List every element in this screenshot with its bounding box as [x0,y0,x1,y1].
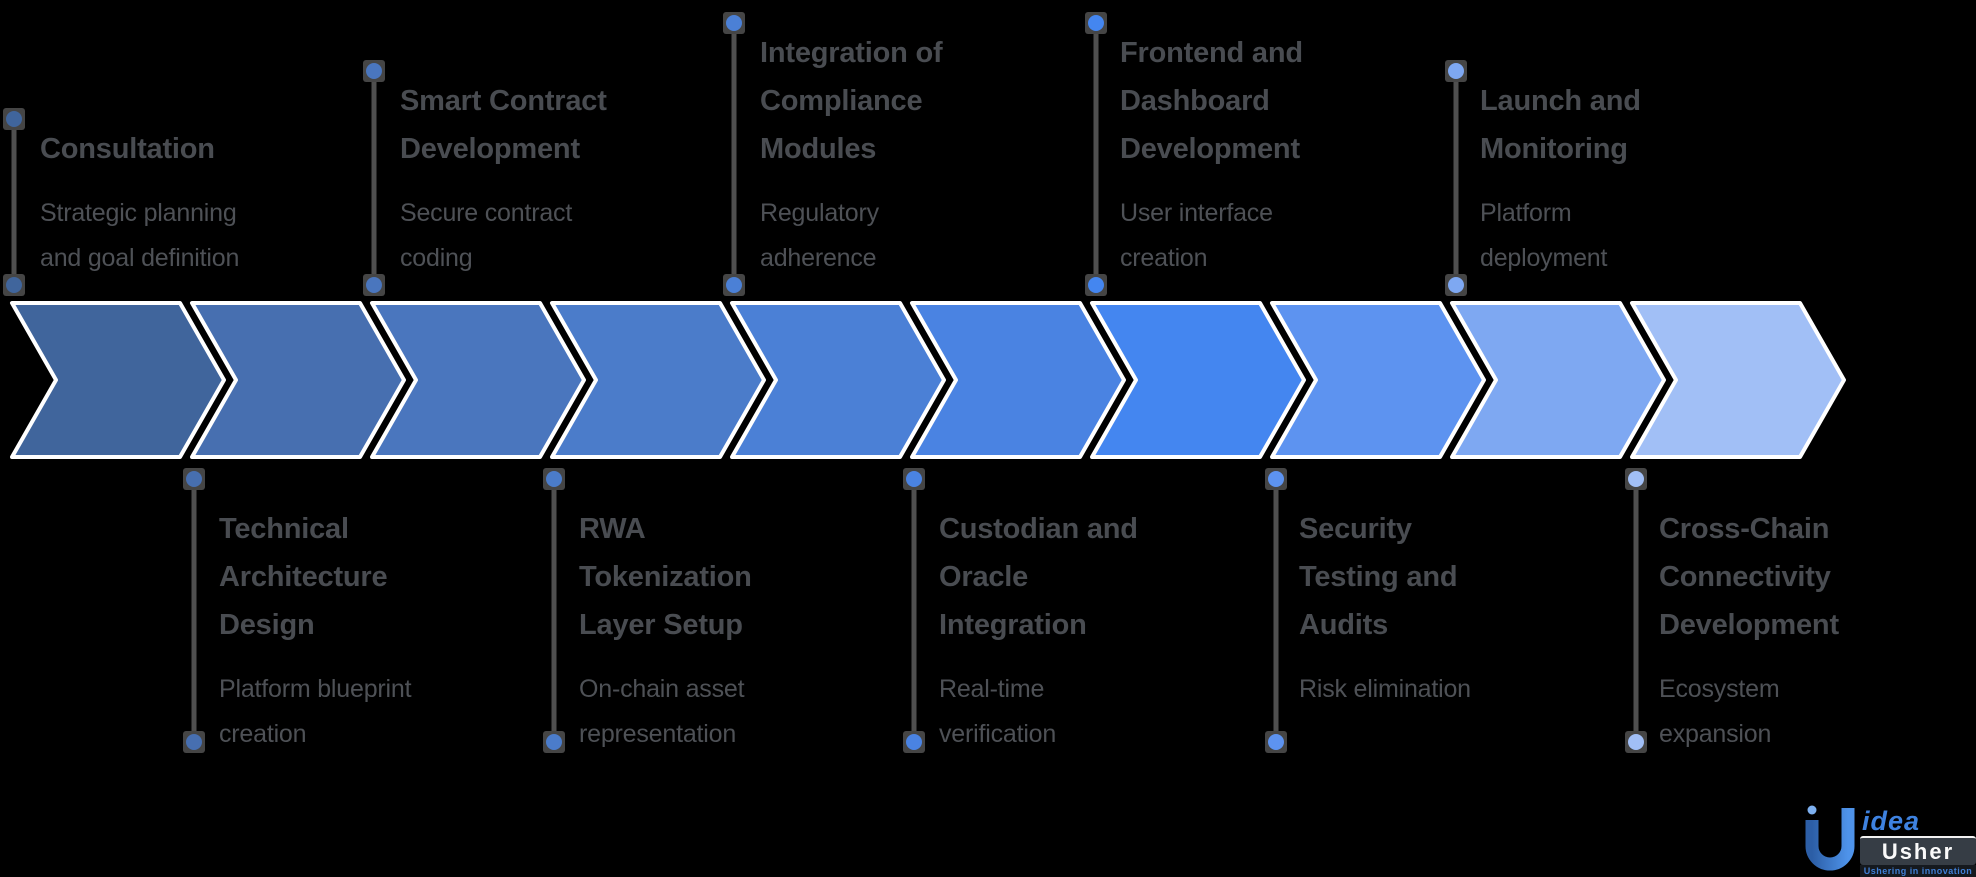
step-2-label: Technical Architecture Design Platform b… [219,505,439,757]
connector-dot [366,63,382,79]
connector-dot [1628,471,1644,487]
logo-tagline: Ushering in innovation [1863,865,1973,876]
connector-step-3 [363,60,385,296]
connector-step-8 [1265,468,1287,753]
connector-step-6 [903,468,925,753]
step-7-label: Frontend and Dashboard Development User … [1120,29,1340,281]
step-4-label: RWA Tokenization Layer Setup On-chain as… [579,505,784,757]
chevron-step-3 [370,301,586,459]
chevron-step-7 [1090,301,1306,459]
chevron-step-9 [1450,301,1666,459]
logo-tagline-strip: Ushering in innovation [1860,865,1976,877]
chevron-step-6 [910,301,1126,459]
connector-dot [1268,471,1284,487]
step-5-label: Integration of Compliance Modules Regula… [760,29,980,281]
connector-dot [726,277,742,293]
step-2-title: Technical Architecture Design [219,513,388,641]
step-9-title: Launch and Monitoring [1480,85,1641,165]
step-8-title: Security Testing and Audits [1299,513,1458,641]
logo-usher-text: Usher [1881,838,1955,864]
step-10-title: Cross-Chain Connectivity Development [1659,513,1839,641]
step-7-title: Frontend and Dashboard Development [1120,37,1303,165]
connector-dot [906,734,922,750]
step-4-title: RWA Tokenization Layer Setup [579,513,752,641]
connector-step-7 [1085,12,1107,296]
chevron-step-10 [1630,301,1846,459]
step-7-subtitle: User interface creation [1120,199,1273,272]
connector-dot [1628,734,1644,750]
step-3-subtitle: Secure contract coding [400,199,573,272]
chevron-step-5 [730,301,946,459]
connector-dot [1088,15,1104,31]
connector-step-10 [1625,468,1647,753]
step-10-subtitle: Ecosystem expansion [1659,675,1780,748]
step-6-title: Custodian and Oracle Integration [939,513,1138,641]
connector-step-4 [543,468,565,753]
step-3-label: Smart Contract Development Secure contra… [400,77,635,281]
connector-dot [546,471,562,487]
connector-dot [906,471,922,487]
connector-dot [186,734,202,750]
connector-dot [1088,277,1104,293]
chevron-step-4 [550,301,766,459]
brand-logo: idea Usher Ushering in innovation [1802,798,1976,877]
chevron-step-2 [190,301,406,459]
connector-dot [546,734,562,750]
connector-dot [186,471,202,487]
step-1-title: Consultation [40,133,215,165]
step-1-subtitle: Strategic planning and goal definition [40,199,240,272]
logo-usher-box: Usher [1860,836,1976,865]
logo-u-icon [1805,805,1855,871]
connector-step-5 [723,12,745,296]
connector-dot [1448,63,1464,79]
connector-dot [1448,277,1464,293]
connector-dot [1268,734,1284,750]
step-1-label: Consultation Strategic planning and goal… [40,125,280,281]
chevron-step-8 [1270,301,1486,459]
connector-dot [726,15,742,31]
step-10-label: Cross-Chain Connectivity Development Eco… [1659,505,1864,757]
step-3-title: Smart Contract Development [400,85,607,165]
step-9-subtitle: Platform deployment [1480,199,1608,272]
connector-dot [366,277,382,293]
connector-step-2 [183,468,205,753]
step-8-label: Security Testing and Audits Risk elimina… [1299,505,1479,712]
connector-step-9 [1445,60,1467,296]
connector-step-1 [3,108,25,296]
step-2-subtitle: Platform blueprint creation [219,675,412,748]
logo-idea-text: idea [1862,806,1921,836]
step-5-subtitle: Regulatory adherence [760,199,879,272]
chevron-step-1 [10,301,226,459]
step-6-subtitle: Real-time verification [939,675,1057,748]
step-8-subtitle: Risk elimination [1299,675,1471,703]
connector-dot [6,111,22,127]
connector-dot [6,277,22,293]
step-6-label: Custodian and Oracle Integration Real-ti… [939,505,1154,757]
step-4-subtitle: On-chain asset representation [579,675,745,748]
step-5-title: Integration of Compliance Modules [760,37,943,165]
step-9-label: Launch and Monitoring Platform deploymen… [1480,77,1700,281]
